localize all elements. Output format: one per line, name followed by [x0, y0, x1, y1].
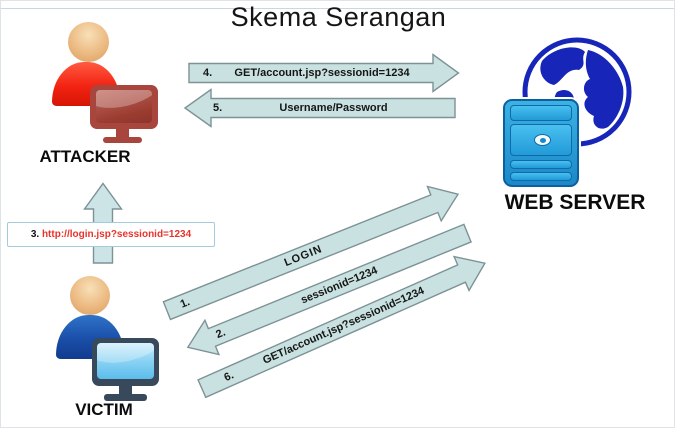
msg5-text: Username/Password — [279, 102, 388, 114]
attacker-label: ATTACKER — [39, 147, 131, 166]
msg3-label-box: 3. http://login.jsp?sessionid=1234 — [7, 222, 215, 247]
slide-title: Skema Serangan — [230, 2, 447, 32]
msg4-number: 4. — [203, 67, 213, 79]
msg3-number: 3. — [30, 229, 40, 240]
arrow-msg4-get-account: 4. GET/account.jsp?sessionid=1234 — [188, 53, 460, 93]
victim-label: VICTIM — [75, 400, 133, 419]
attacker-person-icon — [68, 22, 109, 62]
msg4-text: GET/account.jsp?sessionid=1234 — [234, 67, 410, 79]
arrow-msg2-sessionid: 2. sessionid=1234 — [178, 214, 476, 366]
msg3-text: http://login.jsp?sessionid=1234 — [41, 229, 192, 240]
slide-top-rule — [1, 8, 674, 9]
victim-person-icon — [70, 276, 110, 315]
arrow-msg6-get-account: 6. GET/account.jsp?sessionid=1234 — [193, 244, 494, 407]
msg5-number: 5. — [213, 102, 223, 114]
arrow-msg5-username-password: 5. Username/Password — [183, 88, 456, 128]
web-server-label: WEB SERVER — [504, 191, 646, 214]
attacker-monitor-icon — [90, 85, 158, 143]
victim-monitor-icon — [92, 338, 159, 401]
server-tower-icon — [503, 99, 579, 187]
arrow-msg1-login: 1. LOGIN — [159, 175, 467, 329]
